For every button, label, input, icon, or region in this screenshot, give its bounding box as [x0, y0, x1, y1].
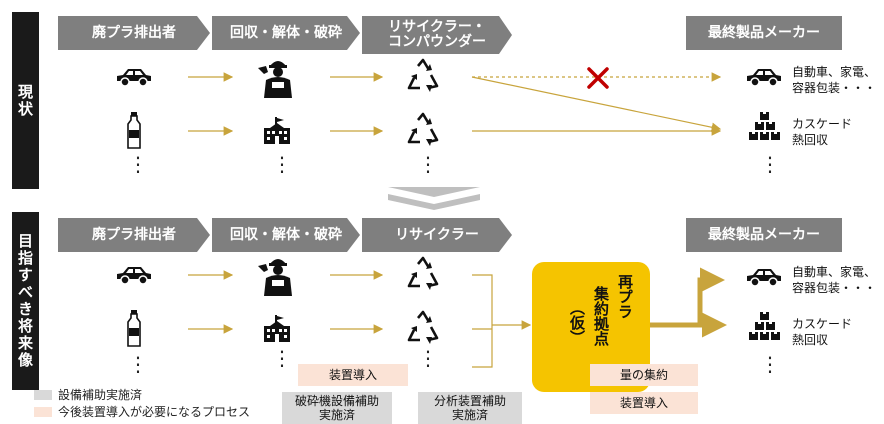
hub-text-col3: （仮） [568, 300, 586, 345]
header-collection-future: 回収・解体・破砕 [212, 218, 360, 252]
ellipsis-maker-future: ⋮ [760, 352, 780, 376]
worker-icon [258, 56, 298, 102]
product-label-car-current: 自動車、家電、 容器包装・・・ [792, 64, 876, 96]
header-recycler-text: リサイクラー・ コンパウンダー [388, 19, 486, 50]
legend-label-peach: 今後装置導入が必要になるプロセス [58, 405, 251, 419]
hub-text-col2: 集約拠点 [592, 286, 610, 346]
ellipsis-recycler-current: ⋮ [418, 152, 438, 176]
car-icon [114, 264, 154, 290]
arrow-recycle-to-cascade-diag [471, 76, 722, 132]
legend-swatch-peach [34, 407, 52, 417]
product-label-cascade-current: カスケード 熱回収 [792, 116, 852, 148]
bottle-icon [126, 310, 142, 352]
ellipsis-maker-current: ⋮ [760, 152, 780, 176]
product-line: 自動車、家電、 [792, 65, 877, 79]
ellipsis-collection-current: ⋮ [272, 152, 292, 176]
section-label-future: 目指すべき将来像 [12, 212, 39, 390]
tag-analysis-subsidy: 分析装置補助 実施済 [418, 392, 522, 424]
tag-crusher-subsidy-text: 破砕機設備補助 実施済 [294, 394, 379, 422]
factory-icon [262, 116, 292, 150]
product-line: 自動車、家電、 [792, 265, 877, 279]
arrow-hub-to-car-thick [650, 267, 725, 328]
tag-analysis-subsidy-text: 分析装置補助 実施済 [433, 394, 506, 422]
car-icon [744, 66, 784, 92]
recycle-icon [404, 112, 442, 152]
bottle-icon [126, 112, 142, 154]
car-icon [114, 66, 154, 92]
bracket-to-hub [472, 274, 493, 368]
boxes-icon [748, 112, 782, 152]
tag-device-intro-hub: 装置導入 [590, 392, 698, 414]
product-label-car-future: 自動車、家電、 容器包装・・・ [792, 264, 876, 296]
ellipsis-emitter-current: ⋮ [128, 152, 148, 176]
header-emitter-current: 廃プラ排出者 [58, 16, 210, 50]
product-line: カスケード [792, 117, 853, 131]
header-maker-current: 最終製品メーカー [686, 16, 842, 50]
legend-label-grey: 設備補助実施済 [58, 388, 143, 402]
recycle-icon [404, 310, 442, 350]
legend-swatch-grey [34, 390, 52, 400]
recycle-icon [404, 256, 442, 296]
ellipsis-recycler-future: ⋮ [418, 346, 438, 370]
boxes-icon [748, 312, 782, 352]
hub-text-col1: 再プラ [616, 274, 634, 319]
product-line: 容器包装・・・ [792, 81, 877, 95]
factory-icon [262, 314, 292, 348]
tag-volume-aggregation: 量の集約 [590, 364, 698, 386]
transition-chevron [388, 187, 480, 210]
worker-icon [258, 254, 298, 300]
header-emitter-future: 廃プラ排出者 [58, 218, 210, 252]
tag-device-intro-collection: 装置導入 [298, 364, 408, 386]
car-icon [744, 266, 784, 292]
product-line: 熱回収 [792, 333, 829, 347]
cross-icon [586, 66, 610, 94]
header-collection-current: 回収・解体・破砕 [212, 16, 360, 50]
product-label-cascade-future: カスケード 熱回収 [792, 316, 852, 348]
ellipsis-emitter-future: ⋮ [128, 352, 148, 376]
header-recycler-current: リサイクラー・ コンパウンダー [362, 16, 512, 54]
product-line: 容器包装・・・ [792, 281, 877, 295]
ellipsis-collection-future: ⋮ [272, 346, 292, 370]
header-maker-future: 最終製品メーカー [686, 218, 842, 252]
tag-crusher-subsidy: 破砕機設備補助 実施済 [282, 392, 392, 424]
section-label-current: 現状 [12, 12, 39, 189]
header-recycler-future: リサイクラー [362, 218, 512, 252]
recycle-icon [404, 58, 442, 98]
product-line: カスケード [792, 317, 853, 331]
product-line: 熱回収 [792, 133, 829, 147]
